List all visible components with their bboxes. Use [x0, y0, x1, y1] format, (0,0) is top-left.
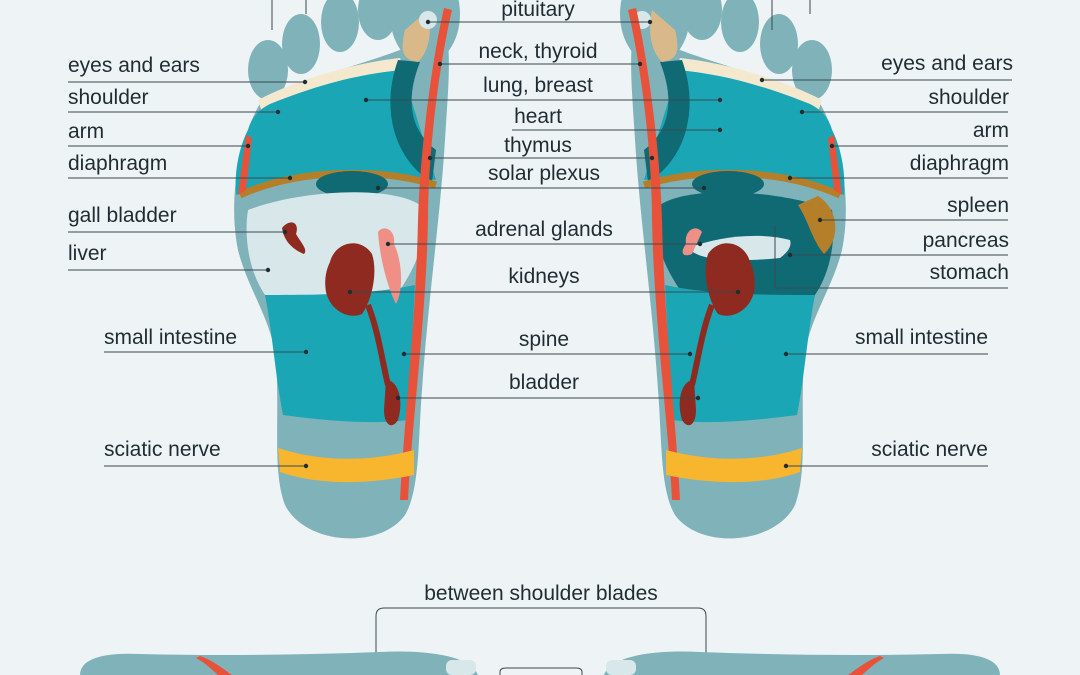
left-bladder — [384, 380, 401, 426]
left-side-foot — [80, 651, 478, 675]
label-left-liver: liver — [68, 242, 107, 265]
label-left-arm: arm — [68, 120, 105, 143]
right-spine — [628, 8, 680, 500]
label-right-spleen: spleen — [947, 194, 1009, 217]
left-foot — [234, 0, 460, 539]
label-left-diaphragm: diaphragm — [68, 152, 168, 175]
left-side-toe-zone — [446, 660, 476, 675]
label-heart: heart — [514, 105, 562, 128]
label-right-sciatic-nerve: sciatic nerve — [871, 438, 988, 461]
label-right-arm: arm — [972, 119, 1009, 142]
right-side-foot — [604, 651, 1000, 675]
right-pituitary-zone — [650, 10, 678, 62]
leader-dots — [245, 19, 835, 469]
left-toe-4 — [282, 14, 320, 74]
right-toe-5 — [792, 40, 832, 100]
right-ureter — [689, 303, 715, 386]
right-arm-line — [828, 135, 842, 195]
label-pituitary: pituitary — [501, 0, 575, 21]
right-solar-plexus — [692, 171, 764, 197]
label-neck-thyroid: neck, thyroid — [478, 40, 598, 63]
label-left-small-intestine: small intestine — [104, 326, 238, 349]
label-right-diaphragm: diaphragm — [909, 152, 1009, 175]
label-solar-plexus: solar plexus — [487, 162, 601, 185]
label-left-eyes-ears: eyes and ears — [68, 54, 200, 77]
right-toe-2 — [682, 0, 722, 40]
label-bladder: bladder — [508, 371, 580, 394]
left-toe-3 — [321, 0, 359, 52]
right-toe-4 — [760, 14, 798, 74]
label-adrenal-glands: adrenal glands — [475, 218, 613, 241]
label-right-pancreas: pancreas — [922, 229, 1009, 252]
left-ureter — [365, 303, 391, 386]
left-arm-line — [238, 135, 252, 195]
right-intestine-zone — [665, 285, 815, 423]
label-left-sciatic-nerve: sciatic nerve — [104, 438, 221, 461]
left-gall-bladder — [282, 222, 306, 254]
label-right-eyes-ears: eyes and ears — [881, 52, 1013, 75]
label-right-stomach: stomach — [929, 261, 1009, 284]
label-right-small-intestine: small intestine — [854, 326, 988, 349]
left-liver-zone — [246, 192, 424, 298]
left-toe-2 — [358, 0, 398, 40]
right-adrenal — [682, 228, 702, 256]
right-side-toe-zone — [606, 660, 636, 675]
left-intestine-zone — [265, 285, 415, 423]
left-adrenal — [378, 228, 402, 304]
label-right-shoulder: shoulder — [928, 86, 1009, 109]
right-kidney — [705, 243, 755, 316]
left-toe-5 — [248, 40, 288, 100]
center-small-bracket — [499, 667, 583, 675]
left-lung-zone — [235, 70, 436, 195]
left-sciatic-zone — [278, 448, 414, 483]
right-bladder — [679, 380, 696, 426]
label-between-shoulder-blades: between shoulder blades — [424, 582, 658, 605]
label-spine: spine — [518, 328, 570, 351]
right-toe-3 — [721, 0, 759, 52]
leader-lines — [68, 0, 1012, 672]
side-view-feet — [80, 651, 1000, 675]
label-lung-breast: lung, breast — [483, 74, 593, 97]
right-spleen — [798, 196, 836, 254]
label-left-gall-bladder: gall bladder — [68, 204, 177, 227]
label-left-shoulder: shoulder — [68, 86, 149, 109]
left-spine — [400, 8, 452, 500]
right-sciatic-zone — [666, 448, 802, 483]
left-solar-plexus — [316, 171, 388, 197]
label-kidneys: kidneys — [508, 265, 580, 288]
right-lung-zone — [644, 70, 845, 195]
right-foot — [620, 0, 846, 539]
left-kidney — [325, 243, 375, 316]
right-side-spine — [848, 656, 884, 675]
left-side-spine — [196, 656, 232, 675]
label-thymus: thymus — [504, 134, 572, 157]
